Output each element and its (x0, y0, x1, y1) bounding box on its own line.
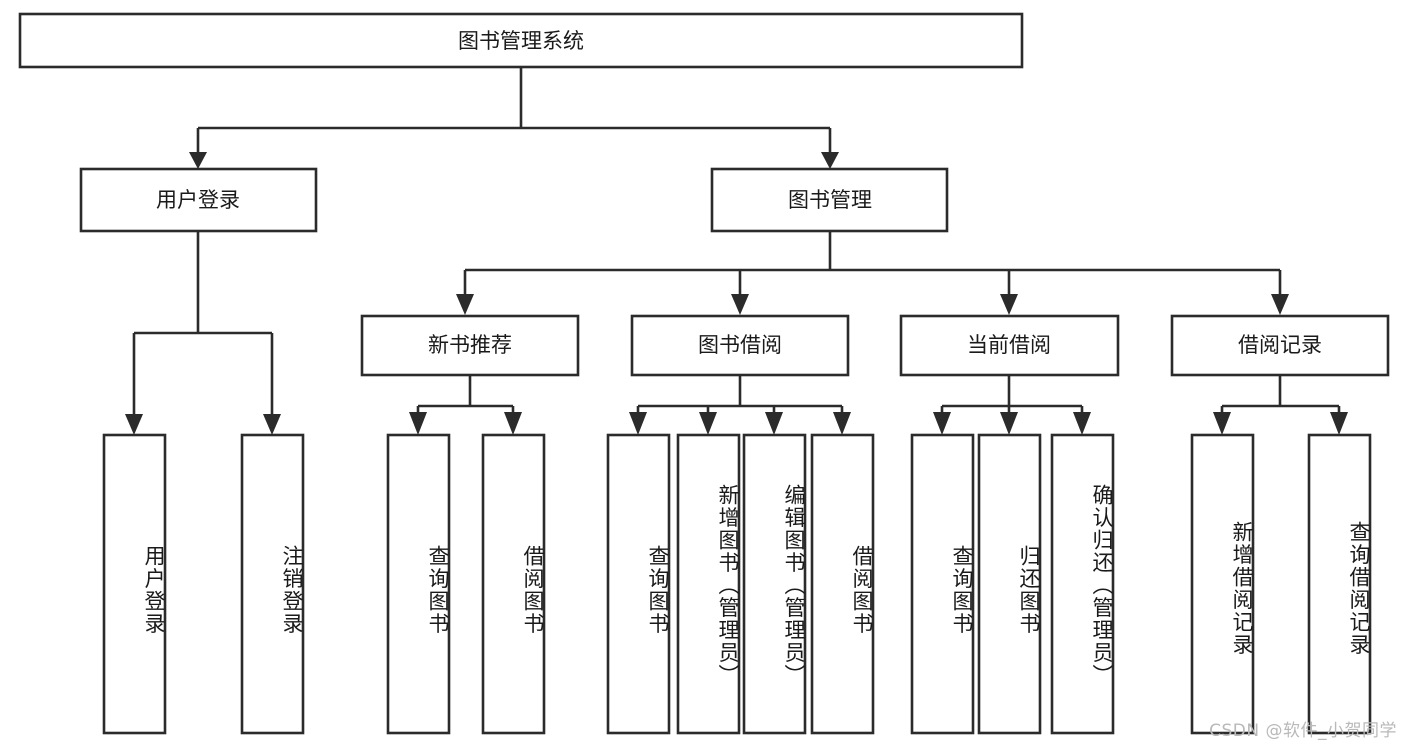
node-box-book-manage[interactable] (710, 167, 949, 233)
node-box-new-book-recommend[interactable] (360, 314, 580, 377)
arrow-head-leaf-query-book-2 (629, 412, 647, 435)
node-box-leaf-user-logout[interactable] (240, 433, 305, 735)
node-box-leaf-borrow-book-2[interactable] (810, 433, 875, 735)
arrow-head-leaf-add-record (1213, 412, 1231, 435)
node-box-leaf-edit-book[interactable] (742, 433, 807, 735)
node-box-leaf-query-book-1[interactable] (386, 433, 451, 735)
arrow-head-leaf-query-book-1 (409, 412, 427, 435)
arrow-head-user-login (189, 152, 207, 169)
arrow-head-leaf-user-logout (263, 414, 281, 435)
connector-group (125, 67, 1348, 435)
csdn-watermark: CSDN @软件_小贺同学 (1209, 721, 1397, 741)
node-box-leaf-query-book-2[interactable] (606, 433, 671, 735)
node-label-book-borrow: 图书借阅 (698, 333, 782, 357)
node-box-current-borrow[interactable] (899, 314, 1120, 377)
arrow-head-borrow-record (1271, 294, 1289, 315)
node-label-new-book-recommend: 新书推荐 (428, 333, 512, 357)
arrow-head-book-manage (821, 152, 839, 169)
arrow-head-book-borrow (731, 294, 749, 315)
arrow-head-leaf-confirm-return (1073, 412, 1091, 435)
node-box-borrow-record[interactable] (1170, 314, 1390, 377)
arrow-head-new-book-recommend (456, 294, 474, 315)
node-box-leaf-user-login[interactable] (102, 433, 167, 735)
arrow-head-leaf-query-record (1330, 412, 1348, 435)
arrow-head-leaf-borrow-book-1 (504, 412, 522, 435)
arrow-head-leaf-borrow-book-2 (833, 412, 851, 435)
node-box-leaf-confirm-return[interactable] (1050, 433, 1115, 735)
node-box-book-borrow[interactable] (630, 314, 850, 377)
node-box-leaf-query-record[interactable] (1307, 433, 1372, 735)
node-label-current-borrow: 当前借阅 (967, 333, 1051, 357)
node-label-root: 图书管理系统 (458, 29, 584, 53)
node-label-user-login: 用户登录 (156, 188, 240, 212)
node-box-leaf-query-book-3[interactable] (910, 433, 975, 735)
arrow-head-leaf-edit-book (765, 412, 783, 435)
node-box-root[interactable] (18, 12, 1024, 69)
node-box-leaf-borrow-book-1[interactable] (481, 433, 546, 735)
node-group: 图书管理系统 用户登录 图书管理 新书推荐 图书借阅 当前借阅 借阅记录 (18, 12, 1390, 735)
node-label-book-manage: 图书管理 (788, 188, 872, 212)
arrow-head-current-borrow (1000, 294, 1018, 315)
node-box-leaf-return-book[interactable] (977, 433, 1042, 735)
node-box-user-login[interactable] (79, 167, 318, 233)
arrow-head-leaf-query-book-3 (933, 412, 951, 435)
arrow-head-leaf-user-login (125, 414, 143, 435)
node-box-leaf-add-record[interactable] (1190, 433, 1255, 735)
arrow-head-leaf-add-book (699, 412, 717, 435)
arrow-head-leaf-return-book (1000, 412, 1018, 435)
node-label-borrow-record: 借阅记录 (1238, 333, 1322, 357)
node-box-leaf-add-book[interactable] (676, 433, 741, 735)
